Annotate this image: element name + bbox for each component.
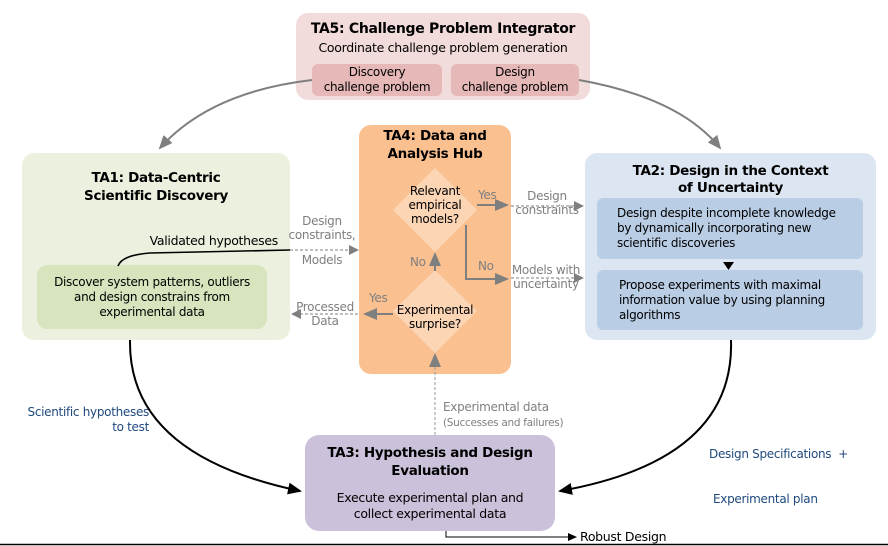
ta2-title-line1: TA2: Design in the Context	[632, 163, 829, 179]
constraints-line3: Models	[301, 253, 343, 267]
successes-failures-label: (Successes and failures)	[443, 417, 564, 429]
ta2-design-uncertainty: TA2: Design in the Context of Uncertaint…	[585, 153, 876, 340]
design-line2: challenge problem	[461, 80, 569, 94]
validated-hypotheses-label: Validated hypotheses	[149, 233, 279, 248]
yes-top-label: Yes	[478, 188, 497, 202]
arrow-ta5-to-ta2	[578, 79, 722, 150]
design-spec-line1: Design Specifications +	[709, 447, 849, 461]
sci-hyp-line1: Scientific hypotheses	[27, 405, 150, 419]
experimental-data-label: Experimental data	[443, 400, 549, 414]
decision-experimental-surprise-diamond	[393, 270, 477, 353]
ta2-inner1-line3: scientific discoveries	[617, 236, 736, 250]
ta5-subtitle: Coordinate challenge problem generation	[318, 40, 568, 55]
models-uncertainty-label: Models with uncertainty	[508, 263, 584, 291]
ta2-inner2-line1: Propose experiments with maximal	[619, 277, 821, 292]
ta5-challenge-problem-integrator: TA5: Challenge Problem Integrator Coordi…	[296, 13, 590, 100]
ta1-data-centric-discovery: TA1: Data-Centric Scientific Discovery V…	[22, 153, 290, 340]
ta4-title-line1: TA4: Data and	[383, 128, 487, 144]
ta3-hypothesis-design-evaluation: TA3: Hypothesis and Design Evaluation Ex…	[305, 435, 555, 531]
ta2-inner2-line2: information value by using planning	[619, 292, 825, 307]
discovery-line1: Discovery	[348, 65, 406, 79]
ta5-title: TA5: Challenge Problem Integrator	[310, 21, 576, 37]
ta2-inner2-line3: algorithms	[619, 307, 681, 322]
ta2-title-line2: of Uncertainty	[677, 180, 784, 196]
processed-data-label: Processed Data	[290, 300, 360, 328]
processed-line2: Data	[311, 314, 339, 328]
sci-hyp-line2: to test	[112, 420, 149, 434]
discovery-line2: challenge problem	[323, 80, 431, 94]
models-unc-line2: uncertainty	[513, 277, 579, 291]
ta2-inner1-line1: Design despite incomplete knowledge	[617, 206, 836, 220]
design-line1: Design	[495, 65, 535, 79]
models-unc-line1: Models with	[511, 263, 581, 277]
validated-hypotheses-line	[117, 249, 291, 267]
ta1-title-line2: Scientific Discovery	[84, 188, 228, 204]
design-constraints-line1: Design	[527, 189, 567, 203]
ta3-title-line2: Evaluation	[391, 463, 469, 479]
decision-relevant-models-text: Relevant empirical models?	[395, 184, 475, 226]
ta1-inner-line2: and design constrains from	[74, 289, 230, 304]
scientific-hypotheses-label: Scientific hypotheses to test	[10, 405, 150, 435]
arrow-ta1-to-ta3	[128, 339, 302, 495]
decision-experimental-surprise-text: Experimental surprise?	[390, 303, 480, 331]
yes-left-label: Yes	[369, 291, 388, 305]
decision-relevant-models-diamond	[393, 168, 477, 252]
decision1-line1: Relevant	[409, 184, 461, 198]
ta2-inner-arrow-icon	[723, 262, 734, 270]
robust-design-label: Robust Design	[580, 529, 667, 544]
arrow-ta2-to-ta3	[558, 339, 733, 495]
ta3-body-line1: Execute experimental plan and	[336, 490, 524, 505]
ta4-title-line2: Analysis Hub	[387, 146, 483, 162]
decision1-line3: models?	[411, 212, 459, 226]
constraints-models-label: Design constraints, Models	[287, 214, 357, 267]
no-right-label: No	[478, 259, 494, 273]
processed-line1: Processed	[296, 300, 354, 314]
constraints-line1: Design	[302, 214, 342, 228]
design-constraints-label: Design constraints	[510, 189, 584, 217]
ta1-title-line1: TA1: Data-Centric	[91, 170, 221, 186]
arrow-no-relevant	[465, 225, 509, 285]
constraints-line2: constraints,	[288, 228, 356, 242]
ta3-title-line1: TA3: Hypothesis and Design	[327, 445, 533, 461]
design-specifications-label: Design Specifications + Experimental pla…	[709, 417, 848, 522]
decision1-line2: empirical	[408, 198, 462, 212]
ta1-inner-line1: Discover system patterns, outliers	[54, 274, 250, 289]
no-up-label: No	[410, 255, 426, 269]
arrow-ta5-to-ta1	[158, 79, 313, 150]
ta2-inner1-line2: by dynamically incorporating new	[617, 221, 812, 235]
design-constraints-line2: constraints	[515, 203, 579, 217]
arrow-robust-design	[445, 531, 577, 541]
ta1-inner-line3: experimental data	[99, 304, 205, 319]
decision2-line1: Experimental	[396, 303, 474, 317]
decision2-line2: surprise?	[409, 317, 461, 331]
ta3-body-line2: collect experimental data	[353, 506, 507, 521]
design-spec-line2: Experimental plan	[713, 492, 818, 506]
